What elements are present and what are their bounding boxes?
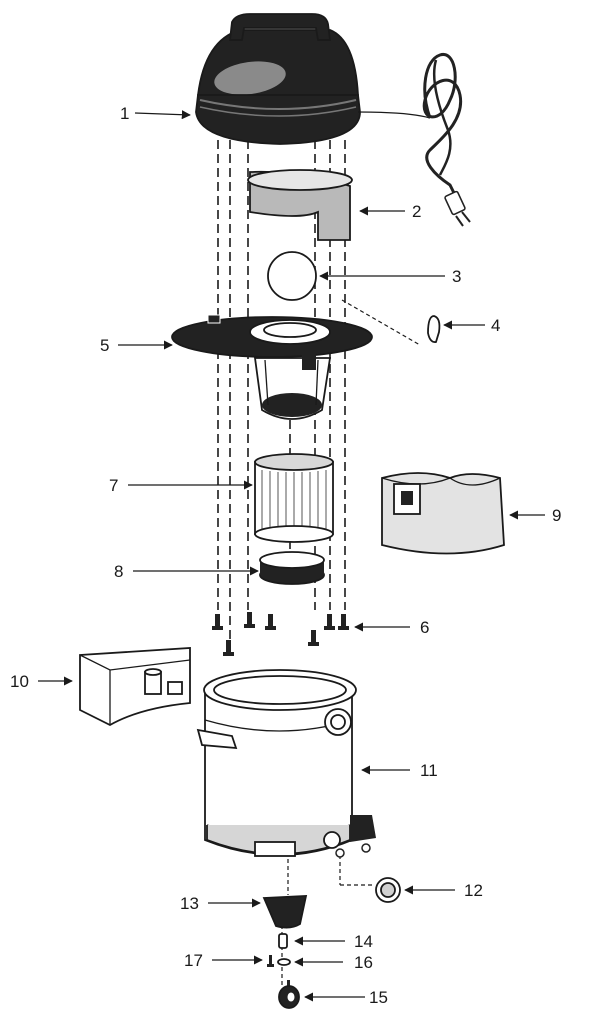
callout-6: 6	[420, 618, 429, 637]
callout-17: 17	[184, 951, 203, 970]
callout-2: 2	[412, 202, 421, 221]
cord-clip	[427, 315, 441, 343]
lid-filter-cage	[171, 314, 373, 420]
retaining-ring	[259, 551, 325, 585]
callout-5: 5	[100, 336, 109, 355]
screw-set	[212, 612, 349, 656]
callout-13: 13	[180, 894, 199, 913]
foam-sleeve	[247, 169, 353, 241]
collection-tank	[196, 669, 376, 858]
callout-9: 9	[552, 506, 561, 525]
callout-8: 8	[114, 562, 123, 581]
washer	[277, 958, 291, 966]
callout-15: 15	[369, 988, 388, 1007]
callout-3: 3	[452, 267, 461, 286]
callout-10: 10	[10, 672, 29, 691]
cartridge-filter	[254, 453, 334, 543]
power-cord	[422, 53, 471, 227]
caster-wheel	[278, 980, 300, 1009]
drain-cap	[375, 877, 401, 903]
callout-16: 16	[354, 953, 373, 972]
callout-7: 7	[109, 476, 118, 495]
motor-head	[195, 13, 431, 145]
callout-4: 4	[491, 316, 500, 335]
caster-pin	[278, 933, 288, 949]
leader-lines	[38, 110, 545, 1002]
callout-numbers: 1 2 3 4 5 6 7 8 9 10 11 12 13 14 15 16 1…	[10, 104, 561, 1007]
filter-bag	[381, 472, 505, 555]
small-screw	[267, 955, 274, 967]
float-ball	[267, 251, 317, 301]
callout-11: 11	[420, 761, 438, 780]
accessory-caddy	[79, 647, 191, 727]
caster-foot	[262, 895, 308, 929]
callout-1: 1	[120, 104, 129, 123]
callout-14: 14	[354, 932, 373, 951]
callout-12: 12	[464, 881, 483, 900]
